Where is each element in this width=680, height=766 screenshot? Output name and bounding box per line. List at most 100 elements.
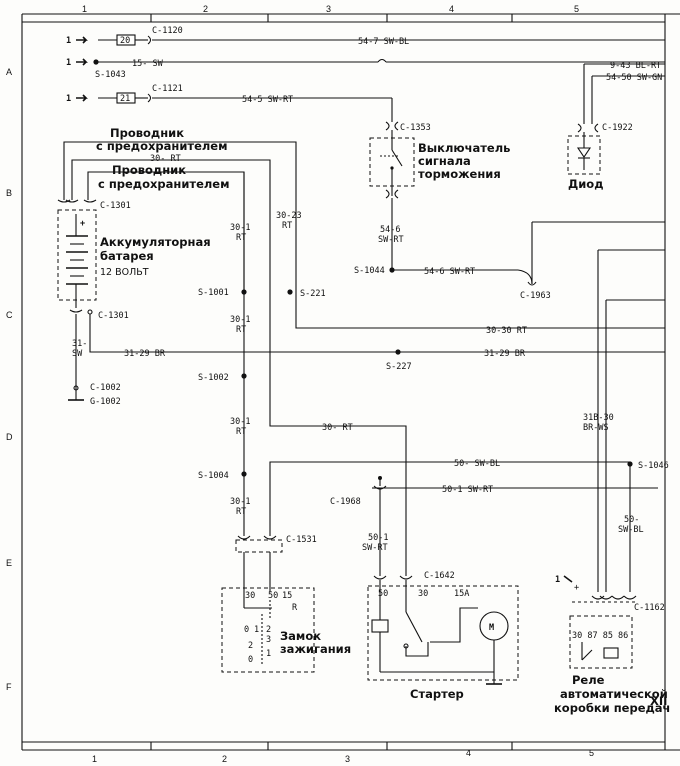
relay-label-2: автоматической — [560, 687, 668, 701]
ignition-switch-housing — [221, 587, 315, 673]
starter-pin-15a: 15A — [454, 589, 469, 599]
diagram-frame — [21, 13, 680, 751]
wire-30-1-label-b1: RT — [236, 233, 246, 243]
grid-col-5-top: 5 — [574, 4, 579, 14]
grid-row-d: D — [6, 432, 13, 442]
connector-c1968: C-1968 — [330, 497, 361, 507]
splice-s1004-label: S-1004 — [198, 471, 229, 481]
motor-icon: M — [489, 623, 494, 633]
battery: 30-30 RT 30- RT 30- RT 30-23 RT S-221 C-… — [57, 141, 665, 576]
wire-50-label-a: 50- — [624, 515, 639, 525]
wire-30-1-label-a1: 30-1 — [230, 223, 250, 233]
ignition-pin-r: R — [292, 603, 298, 613]
grid-row-a: A — [6, 67, 12, 77]
connector-c1162: C-1162 — [634, 603, 665, 613]
fused-conductor-label-2: с предохранителем — [96, 139, 228, 153]
grid-row-f: F — [6, 682, 12, 692]
feed-ref-2: 1 — [66, 58, 71, 68]
fuse-20-label: 20 — [120, 36, 130, 46]
relay-plus-icon: + — [574, 583, 579, 593]
wire-54-5-label: 54-5 SW-RT — [242, 95, 293, 105]
wire-31-29-right-label: 31-29 BR — [484, 349, 526, 359]
relay-feed-arrow-icon — [563, 575, 573, 583]
grid-col-2-bottom: 2 — [222, 754, 227, 764]
connector-c1353: C-1353 — [400, 123, 431, 133]
wire-50-label-b: SW-BL — [618, 525, 644, 535]
wire-54-6-h-label: 54-6 SW-RT — [424, 267, 475, 277]
wire-54-50-label: 54-50 SW-GN — [606, 73, 662, 83]
wire-15-label: 15- SW — [132, 59, 164, 69]
brake-switch: C-1353 Выключатель сигнала торможения 54… — [354, 121, 551, 301]
wire-50-1-label-b: SW-RT — [362, 543, 388, 553]
splice-s227-label: S-227 — [386, 362, 412, 372]
connector-c1121: C-1121 — [152, 84, 183, 94]
connector-c1301-top: C-1301 — [100, 201, 131, 211]
splice-s1043-label: S-1043 — [95, 70, 126, 80]
grid-row-c: C — [6, 310, 13, 320]
feed-arrow-icon — [76, 36, 88, 44]
fuse-21-label: 21 — [120, 94, 130, 104]
fused-conductor-label-4: с предохранителем — [98, 177, 230, 191]
wire-30-1-label-b4: RT — [236, 507, 246, 517]
wire-30-1-label-b3: RT — [236, 427, 246, 437]
feed-ref-1: 1 — [66, 36, 71, 46]
feed-line-54-7: 1 20 C-1120 54-7 SW-BL — [66, 26, 665, 47]
grid-col-3-top: 3 — [326, 4, 331, 14]
grid-row-b: B — [6, 188, 12, 198]
wire-50-sw-bl-label: 50- SW-BL — [454, 459, 500, 469]
relay-pin-labels: 30 87 85 86 — [572, 631, 628, 641]
ignition-pos-1: 1 — [254, 625, 259, 635]
wire-31-29-left-label: 31-29 BR — [124, 349, 166, 359]
relay-coil — [603, 647, 619, 659]
connector-c1963: C-1963 — [520, 291, 551, 301]
splice-s1004 — [241, 471, 247, 477]
splice-s1044-label: S-1044 — [354, 266, 385, 276]
brake-switch-label-2: сигнала — [418, 154, 471, 168]
connector-c1120: C-1120 — [152, 26, 183, 36]
wire-30-rt-top-label: 30- RT — [150, 154, 181, 164]
transmission-relay: 1 + C-1162 30 87 85 86 Реле автоматическ… — [554, 575, 670, 715]
splice-s1002 — [241, 373, 247, 379]
wire-30-23-label-a: 30-23 — [276, 211, 302, 221]
splice-s221-label: S-221 — [300, 289, 326, 299]
wire-30-23-label-b: RT — [282, 221, 292, 231]
starter-pin-30: 30 — [418, 589, 428, 599]
ignition-pos-1b: 1 — [266, 649, 271, 659]
splice-s1046-label: S-1046 — [638, 461, 669, 471]
splice-s227 — [395, 349, 401, 355]
wire-30-1-label-a3: 30-1 — [230, 417, 250, 427]
ignition-switch: 30 50 15 R 0 1 2 3 2 0 1 Замок зажигания — [221, 552, 351, 673]
feed-arrow-icon — [76, 94, 88, 102]
ignition-pos-2b: 2 — [248, 641, 253, 651]
wire-30-rt-mid-label: 30- RT — [322, 423, 353, 433]
splice-s221 — [287, 289, 293, 295]
ignition-pin-50: 50 — [268, 591, 278, 601]
starter-solenoid — [371, 619, 389, 633]
diode-assembly: 9-43 BL-RT 54-50 SW-GN C-1922 Диод — [567, 61, 665, 191]
ignition-pos-3: 3 — [266, 635, 271, 645]
connector-c1642: C-1642 — [424, 571, 455, 581]
brake-switch-label-3: торможения — [418, 167, 501, 181]
wire-30-30-label: 30-30 RT — [486, 326, 527, 336]
wire-54-7-label: 54-7 SW-BL — [358, 37, 409, 47]
ignition-pos-0b: 0 — [248, 655, 253, 665]
battery-label-3: 12 ВОЛЬТ — [100, 267, 149, 278]
ignition-switch-label-2: зажигания — [280, 642, 351, 656]
connector-c1922: C-1922 — [602, 123, 633, 133]
grid-labels: 1 2 3 4 5 1 2 3 4 5 A B C D E F — [6, 4, 594, 764]
wire-31b-30-label-a: 31B-30 — [583, 413, 614, 423]
relay-label-3: коробки передач — [554, 701, 670, 715]
grid-col-3-bottom: 3 — [345, 754, 350, 764]
feed-line-15: 1 S-1043 15- SW — [66, 58, 665, 80]
relay-label-1: Реле — [572, 673, 605, 687]
ground-g1002: G-1002 — [90, 397, 121, 407]
grid-col-2-top: 2 — [203, 4, 208, 14]
fused-conductor-label-3: Проводник — [112, 163, 186, 177]
relay-diagram-ref: XII — [650, 694, 667, 708]
relay-feed-ref: 1 — [555, 575, 560, 585]
diode-label: Диод — [568, 177, 604, 191]
grid-col-1-top: 1 — [82, 4, 87, 14]
wire-50-1-label-a: 50-1 — [368, 533, 388, 543]
wire-54-6-label-b: SW-RT — [378, 235, 404, 245]
